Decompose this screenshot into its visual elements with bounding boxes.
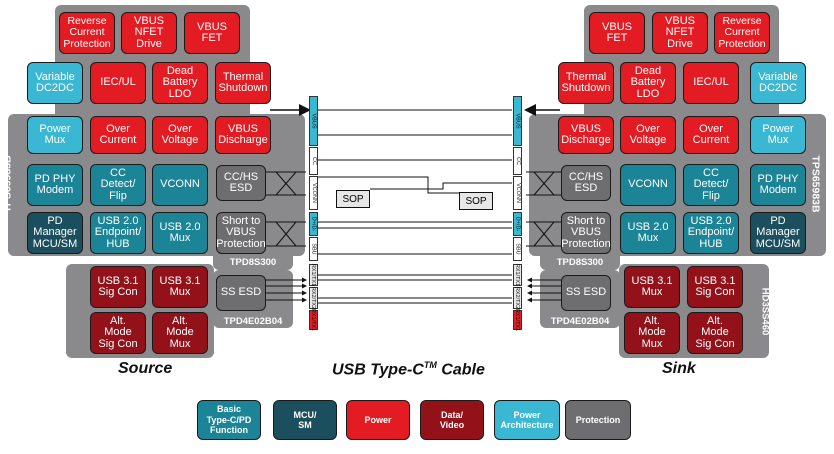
source-reverse-current-protection: Reverse Current Protection — [59, 12, 115, 54]
sink-dead-battery-ldo: Dead Battery LDO — [620, 62, 676, 104]
sink-alt-mode-mux: Alt. Mode Mux — [624, 312, 680, 354]
source-iec-ul: IEC/UL — [90, 62, 146, 104]
right-pin-rx2tx2: RX2/TX2 — [513, 286, 522, 310]
right-pin-sbu: SBU — [513, 237, 522, 261]
right-pin-cc: CC — [513, 147, 522, 175]
sink-ss-esd-chip-label: TPD4E02B04 — [550, 316, 610, 327]
left-pin-vconn: VCONN — [309, 176, 318, 210]
sink-vbus-discharge: VBUS Discharge — [558, 116, 614, 154]
source-cc-detect-flip: CC Detect/ Flip — [90, 164, 146, 206]
right-pin-rx1tx1-b: RX1/TX1 — [513, 308, 522, 332]
source-ss-esd: SS ESD — [216, 275, 266, 311]
sink-ss-esd: SS ESD — [561, 275, 611, 311]
sink-usb31-mux: USB 3.1 Mux — [624, 266, 680, 308]
sink-usb2-endpoint-hub: USB 2.0 Endpoint/ HUB — [683, 212, 739, 254]
legend-mcu-sm: MCU/ SM — [273, 400, 337, 440]
source-esd-chip-label: TPD8S300 — [229, 257, 277, 268]
left-pin-dp-dm: D+/D- — [309, 212, 318, 236]
sink-vbus-fet: VBUS FET — [589, 12, 645, 54]
sink-iec-ul: IEC/UL — [683, 62, 739, 104]
sop-box-right: SOP — [459, 192, 493, 210]
left-pin-rx1tx1-b: RX1/TX1 — [309, 308, 318, 332]
cable-title-tm: TM — [423, 360, 437, 370]
source-usb31-mux: USB 3.1 Mux — [152, 266, 208, 308]
cable-title: USB Type-CTM Cable — [332, 360, 485, 379]
sink-alt-mode-sig-con: Alt. Mode Sig Con — [687, 312, 743, 354]
source-usb2-endpoint-hub: USB 2.0 Endpoint/ HUB — [90, 212, 146, 254]
sop-box-left: SOP — [336, 190, 370, 208]
sink-over-voltage: Over Voltage — [620, 116, 676, 154]
source-variable-dc2dc: Variable DC2DC — [27, 62, 83, 104]
sink-cc-detect-flip: CC Detect/ Flip — [683, 164, 739, 206]
legend-data-video: Data/ Video — [420, 400, 484, 440]
source-cc-hs-esd: CC/HS ESD — [216, 165, 266, 201]
sink-over-current: Over Current — [683, 116, 739, 154]
legend-power-architecture: Power Architecture — [494, 400, 560, 440]
legend-basic-typec-pd: Basic Type-C/PD Function — [197, 400, 261, 440]
sink-esd-chip-label: TPD8S300 — [556, 257, 604, 268]
left-pin-sbu: SBU — [309, 237, 318, 261]
source-pd-manager-mcu-sm: PD Manager MCU/SM — [27, 212, 83, 254]
left-pin-rx2tx2: RX2/TX2 — [309, 286, 318, 310]
source-usb2-mux: USB 2.0 Mux — [152, 212, 208, 254]
sink-vbus-nfet-drive: VBUS NFET Drive — [652, 12, 708, 54]
sink-short-to-vbus-protection: Short to VBUS Protection — [561, 212, 611, 254]
source-label: Source — [118, 360, 173, 377]
source-over-current: Over Current — [90, 116, 146, 154]
sink-label: Sink — [662, 360, 696, 377]
source-pd-phy-modem: PD PHY Modem — [27, 164, 83, 206]
cable-title-text: USB Type-C — [332, 361, 424, 379]
source-short-to-vbus-protection: Short to VBUS Protection — [216, 212, 266, 254]
sink-power-mux: Power Mux — [750, 116, 806, 154]
right-pin-vconn: VCONN — [513, 176, 522, 210]
legend-protection: Protection — [565, 400, 631, 440]
right-pin-rx1tx1-a: RX1/TX1 — [513, 263, 522, 287]
source-vbus-nfet-drive: VBUS NFET Drive — [121, 12, 177, 54]
source-dead-battery-ldo: Dead Battery LDO — [152, 62, 208, 104]
sink-thermal-shutdown: Thermal Shutdown — [558, 62, 614, 104]
sink-vconn: VCONN — [620, 164, 676, 206]
sink-pd-manager-mcu-sm: PD Manager MCU/SM — [750, 212, 806, 254]
left-pin-vbus: VBUS — [309, 96, 318, 146]
sink-pd-phy-modem: PD PHY Modem — [750, 164, 806, 206]
source-vbus-fet: VBUS FET — [184, 12, 240, 54]
source-over-voltage: Over Voltage — [152, 116, 208, 154]
sink-reverse-current-protection: Reverse Current Protection — [714, 12, 770, 54]
source-power-mux: Power Mux — [27, 116, 83, 154]
sink-variable-dc2dc: Variable DC2DC — [750, 62, 806, 104]
source-alt-mode-sig-con: Alt. Mode Sig Con — [90, 312, 146, 354]
sink-usb2-mux: USB 2.0 Mux — [620, 212, 676, 254]
left-pin-cc: CC — [309, 147, 318, 175]
source-usb31-sig-con: USB 3.1 Sig Con — [90, 266, 146, 308]
source-vbus-discharge: VBUS Discharge — [215, 116, 271, 154]
source-vconn: VCONN — [152, 164, 208, 206]
sink-cc-hs-esd: CC/HS ESD — [561, 165, 611, 201]
legend-power: Power — [346, 400, 410, 440]
source-alt-mode-mux: Alt. Mode Mux — [152, 312, 208, 354]
right-pin-vbus: VBUS — [513, 96, 522, 146]
sink-usb31-sig-con: USB 3.1 Sig Con — [687, 266, 743, 308]
source-ss-esd-chip-label: TPD4E02B04 — [223, 316, 283, 327]
cable-title-suffix: Cable — [436, 361, 485, 379]
left-pin-rx1tx1-a: RX1/TX1 — [309, 263, 318, 287]
source-thermal-shutdown: Thermal Shutdown — [215, 62, 271, 104]
right-pin-dp-dm: D+/D- — [513, 212, 522, 236]
